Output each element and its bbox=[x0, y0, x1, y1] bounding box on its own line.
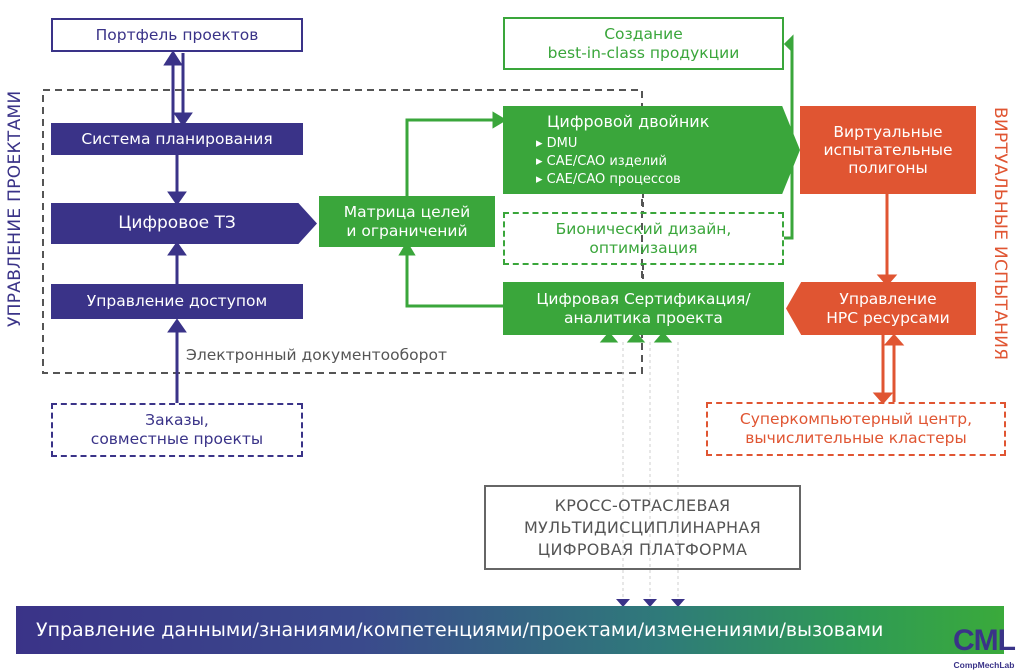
orders-box[interactable]: Заказы, совместные проекты bbox=[51, 403, 303, 457]
supercomputer-center-line2: вычислительные кластеры bbox=[745, 429, 967, 447]
cml-logo-name: CompMechLab bbox=[953, 660, 1015, 670]
bionic-design-line2: оптимизация bbox=[589, 238, 698, 257]
cross-industry-platform-box[interactable]: КРОСС-ОТРАСЛЕВАЯ МУЛЬТИДИСЦИПЛИНАРНАЯ ЦИ… bbox=[484, 485, 801, 570]
hpc-management-line2: HPC ресурсами bbox=[826, 308, 950, 327]
goals-matrix-line2: и ограничений bbox=[346, 221, 468, 240]
platform-line3: ЦИФРОВАЯ ПЛАТФОРМА bbox=[537, 539, 748, 559]
virtual-test-ranges-line2: испытательные bbox=[823, 141, 953, 159]
digital-twin-item: ▸ CAE/CAO процессов bbox=[536, 172, 681, 187]
digital-twin-arrow[interactable]: Цифровой двойник ▸ DMU ▸ CAE/CAO изделий… bbox=[503, 106, 800, 194]
project-management-vertical-label: УПРАВЛЕНИЕ ПРОЕКТАМИ bbox=[5, 90, 25, 327]
digital-certification-line2: аналитика проекта bbox=[564, 308, 723, 327]
access-management-label: Управление доступом bbox=[86, 292, 268, 310]
goals-matrix-line1: Матрица целей bbox=[343, 202, 471, 221]
platform-line2: МУЛЬТИДИСЦИПЛИНАРНАЯ bbox=[523, 517, 762, 537]
virtual-test-ranges-box[interactable]: Виртуальные испытательные полигоны bbox=[800, 106, 976, 194]
access-management-box[interactable]: Управление доступом bbox=[51, 284, 303, 319]
hpc-management-arrow[interactable]: Управление HPC ресурсами bbox=[786, 282, 976, 335]
digital-certification-box[interactable]: Цифровая Сертификация/ аналитика проекта bbox=[503, 282, 784, 335]
digital-twin-item: ▸ CAE/CAO изделий bbox=[536, 154, 667, 169]
portfolio-label: Портфель проектов bbox=[95, 25, 259, 44]
edms-label: Электронный документооборот bbox=[186, 346, 447, 364]
cml-logo-mark: CML bbox=[953, 624, 1016, 657]
orders-label-line2: совместные проекты bbox=[90, 430, 264, 448]
triangle-bullet-icon: ▸ bbox=[536, 136, 547, 151]
orders-label-line1: Заказы, bbox=[145, 411, 209, 429]
data-management-label: Управление данными/знаниями/компетенциям… bbox=[36, 619, 884, 641]
hpc-management-line1: Управление bbox=[839, 289, 937, 308]
digital-tz-arrow[interactable]: Цифровое ТЗ bbox=[51, 203, 317, 244]
platform-line1: КРОСС-ОТРАСЛЕВАЯ bbox=[554, 495, 731, 515]
data-management-bar[interactable]: Управление данными/знаниями/компетенциям… bbox=[16, 606, 1004, 654]
digital-tz-label: Цифровое ТЗ bbox=[118, 213, 236, 233]
cml-logo: CML CompMechLab bbox=[944, 626, 1024, 672]
best-in-class-box[interactable]: Создание best-in-class продукции bbox=[503, 17, 784, 70]
triangle-bullet-icon: ▸ bbox=[536, 172, 547, 187]
triangle-bullet-icon: ▸ bbox=[536, 154, 547, 169]
virtual-test-ranges-line3: полигоны bbox=[848, 159, 928, 177]
virtual-test-ranges-line1: Виртуальные bbox=[833, 123, 943, 141]
digital-twin-item: ▸ DMU bbox=[536, 136, 578, 151]
bionic-design-box[interactable]: Бионический дизайн, оптимизация bbox=[503, 212, 784, 265]
planning-system-box[interactable]: Система планирования bbox=[51, 123, 303, 155]
portfolio-box[interactable]: Портфель проектов bbox=[51, 18, 303, 52]
supercomputer-center-box[interactable]: Суперкомпьютерный центр, вычислительные … bbox=[706, 402, 1006, 456]
bionic-design-line1: Бионический дизайн, bbox=[555, 219, 732, 238]
planning-system-label: Система планирования bbox=[81, 129, 273, 148]
best-in-class-line2: best-in-class продукции bbox=[547, 43, 740, 62]
best-in-class-line1: Создание bbox=[604, 24, 683, 43]
goals-matrix-box[interactable]: Матрица целей и ограничений bbox=[319, 196, 495, 247]
digital-certification-line1: Цифровая Сертификация/ bbox=[536, 289, 751, 308]
digital-twin-title: Цифровой двойник bbox=[547, 112, 710, 131]
supercomputer-center-line1: Суперкомпьютерный центр, bbox=[739, 410, 973, 428]
virtual-tests-vertical-label: ВИРТУАЛЬНЫЕ ИСПЫТАНИЯ bbox=[990, 107, 1010, 361]
